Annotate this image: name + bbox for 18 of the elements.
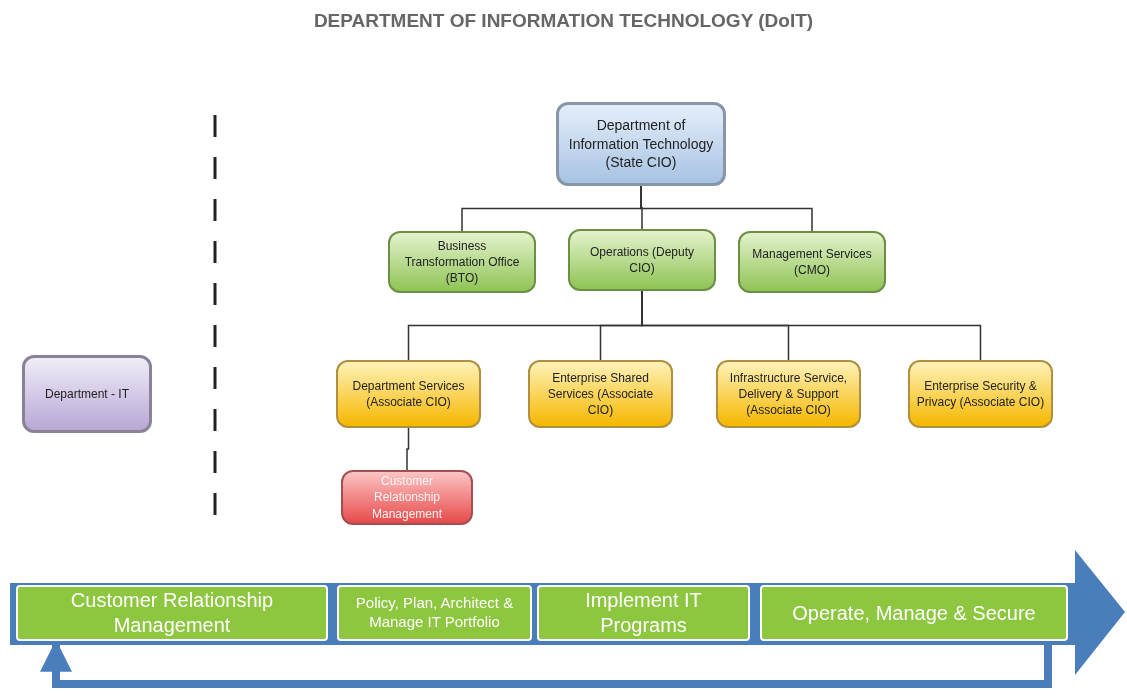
connector-line bbox=[406, 427, 410, 471]
connector-line bbox=[640, 185, 813, 232]
stage-box: Policy, Plan, Architect & Manage IT Portfolio bbox=[337, 585, 532, 641]
org-box: Business Transformation Office (BTO) bbox=[388, 231, 536, 293]
org-box: Infrastructure Service, Delivery & Support (Associate CIO) bbox=[716, 360, 861, 428]
diagram-title: DEPARTMENT OF INFORMATION TECHNOLOGY (DoIT) bbox=[312, 10, 815, 32]
org-box: Operations (Deputy CIO) bbox=[568, 229, 716, 291]
stage-box: Implement IT Programs bbox=[537, 585, 750, 641]
org-box: Department of Information Technology (State CIO) bbox=[556, 102, 726, 186]
org-box: Department - IT bbox=[22, 355, 152, 433]
org-box: Enterprise Security & Privacy (Associate CIO) bbox=[908, 360, 1053, 428]
org-box: Customer Relationship Management bbox=[341, 470, 473, 525]
stage-box: Operate, Manage & Secure bbox=[760, 585, 1068, 641]
org-box: Management Services (CMO) bbox=[738, 231, 886, 293]
org-box: Department Services (Associate CIO) bbox=[336, 360, 481, 428]
stage-box: Customer Relationship Management bbox=[16, 585, 328, 641]
process-arrow-band bbox=[10, 550, 1127, 675]
org-box: Enterprise Shared Services (Associate CIO) bbox=[528, 360, 673, 428]
